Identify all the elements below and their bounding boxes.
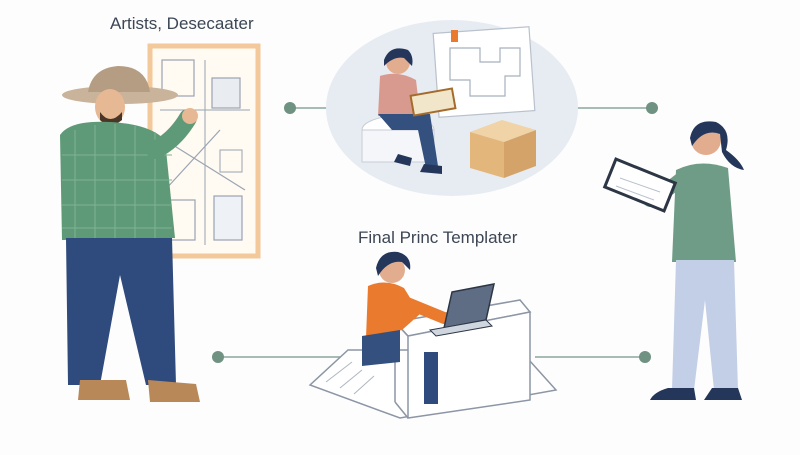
desk-front (407, 311, 531, 419)
shoe (420, 164, 442, 174)
left-boot (78, 380, 130, 400)
clipboard-icon (602, 157, 678, 213)
connectors (218, 107, 652, 358)
hat-crown (88, 66, 150, 92)
connector-dot (284, 102, 296, 114)
person-seated-reviewer (361, 48, 457, 174)
caption-middle: Final Princ Templater (358, 228, 518, 247)
pants (362, 330, 400, 366)
shoe (650, 388, 696, 400)
hair (376, 251, 411, 276)
person-designer (362, 251, 450, 366)
person-artist (60, 66, 200, 402)
pants (378, 114, 438, 168)
connector-dot (646, 102, 658, 114)
beard (100, 112, 122, 125)
laptop-icon (428, 283, 495, 337)
connector-dot (639, 351, 651, 363)
trousers (672, 260, 738, 390)
cardboard-box-icon (470, 120, 536, 178)
sweater (672, 163, 736, 262)
connector-dot (212, 351, 224, 363)
puzzle-sketch-icon (432, 26, 536, 118)
hair (384, 48, 413, 66)
sweater (378, 73, 420, 116)
desk-slot (424, 352, 438, 404)
hand (182, 108, 198, 124)
tablet-icon (409, 87, 457, 117)
hair-ponytail (690, 121, 744, 170)
person-inspector (602, 121, 744, 400)
platform-steps (325, 361, 375, 395)
jeans (66, 238, 176, 385)
shoe (704, 388, 742, 400)
arm (394, 294, 450, 324)
connector-dots (212, 102, 658, 363)
shoe (394, 154, 412, 166)
right-boot (148, 380, 200, 402)
pin (451, 30, 458, 42)
caption-top: Artists, Desecaater (110, 14, 254, 33)
workshop-bubble (326, 20, 578, 196)
